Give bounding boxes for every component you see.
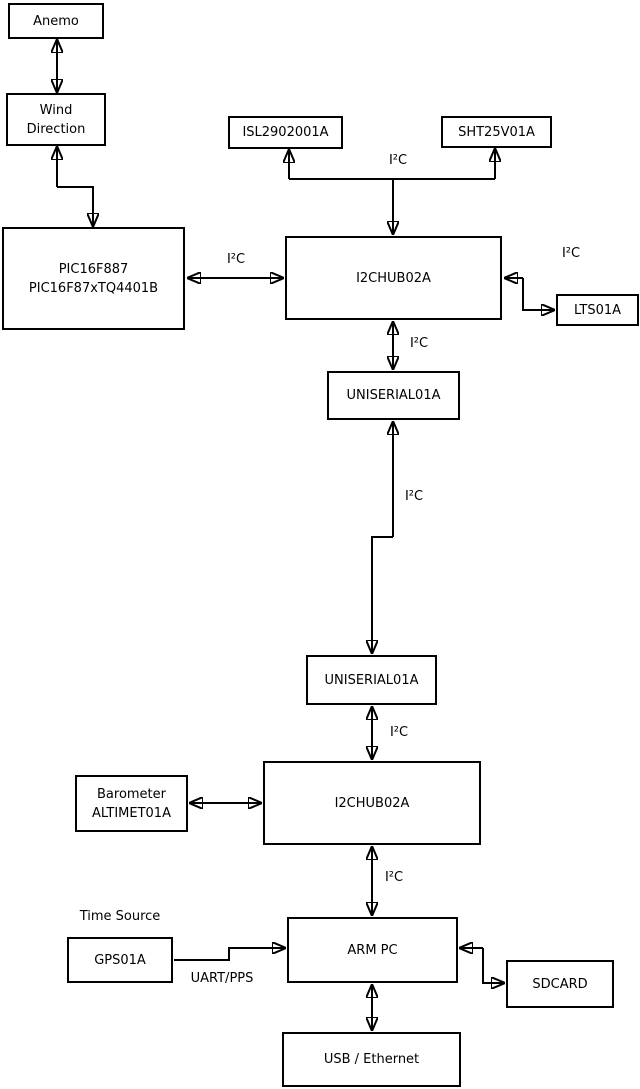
label-i2c-hub2-arm: I²C xyxy=(384,870,404,885)
label-uart-pps: UART/PPS xyxy=(190,971,254,986)
edge-wind-pic-down xyxy=(57,186,93,226)
node-isl2902001a-label: ISL2902001A xyxy=(242,125,329,140)
label-i2c-sensor-bus: I²C xyxy=(388,153,408,168)
node-gps01a-label: GPS01A xyxy=(94,952,146,968)
node-i2chub02a-top-label: I2CHUB02A xyxy=(356,270,431,286)
node-lts01a-label: LTS01A xyxy=(573,302,622,318)
node-sht25v01a: SHT25V01A xyxy=(441,116,552,148)
node-anemo-label: Anemo xyxy=(33,13,79,29)
label-i2c-uniserial-link: I²C xyxy=(404,489,424,504)
edge-uniserial-link-down xyxy=(372,536,393,653)
node-i2chub02a-bottom: I2CHUB02A xyxy=(263,761,481,845)
edge-hub-lts-right xyxy=(522,278,554,310)
label-time-source: Time Source xyxy=(79,909,161,924)
node-arm-pc-label: ARM PC xyxy=(347,942,398,958)
edge-arm-sdcard-right xyxy=(482,948,504,983)
node-arm-pc: ARM PC xyxy=(287,917,458,983)
node-anemo: Anemo xyxy=(8,3,104,39)
node-uniserial01a-bottom: UNISERIAL01A xyxy=(306,655,437,705)
node-i2chub02a-top: I2CHUB02A xyxy=(285,236,502,320)
node-isl2902001a: ISL2902001A xyxy=(228,116,343,149)
node-wind-direction: Wind Direction xyxy=(6,93,106,146)
label-i2c-hub-lts: I²C xyxy=(561,246,581,261)
node-usb-ethernet: USB / Ethernet xyxy=(282,1032,461,1087)
node-sdcard-label: SDCARD xyxy=(532,976,588,992)
node-lts01a: LTS01A xyxy=(556,294,639,326)
node-barometer: Barometer ALTIMET01A xyxy=(75,775,188,832)
label-i2c-uniserial-hub2: I²C xyxy=(389,725,409,740)
node-wind-direction-label-line2: Direction xyxy=(26,121,86,137)
node-pic16f887-label-line1: PIC16F887 xyxy=(58,261,129,277)
node-pic16f887: PIC16F887 PIC16F87xTQ4401B xyxy=(2,227,185,330)
node-uniserial01a-top: UNISERIAL01A xyxy=(327,371,460,420)
edge-gps-arm xyxy=(174,948,285,961)
node-usb-ethernet-label: USB / Ethernet xyxy=(323,1052,420,1067)
label-i2c-pic-hub: I²C xyxy=(226,252,246,267)
node-pic16f887-label-line2: PIC16F87xTQ4401B xyxy=(28,280,159,296)
node-i2chub02a-bottom-label: I2CHUB02A xyxy=(334,795,410,811)
node-sht25v01a-label: SHT25V01A xyxy=(458,124,535,140)
node-sdcard: SDCARD xyxy=(506,960,614,1008)
node-barometer-label-line2: ALTIMET01A xyxy=(92,805,171,821)
node-wind-direction-label-line1: Wind xyxy=(39,102,73,118)
node-uniserial01a-bottom-label: UNISERIAL01A xyxy=(324,672,419,688)
node-barometer-label-line1: Barometer xyxy=(97,786,166,802)
label-i2c-hub-uniserial: I²C xyxy=(409,336,429,351)
node-gps01a: GPS01A xyxy=(67,937,173,983)
node-uniserial01a-top-label: UNISERIAL01A xyxy=(346,388,441,403)
